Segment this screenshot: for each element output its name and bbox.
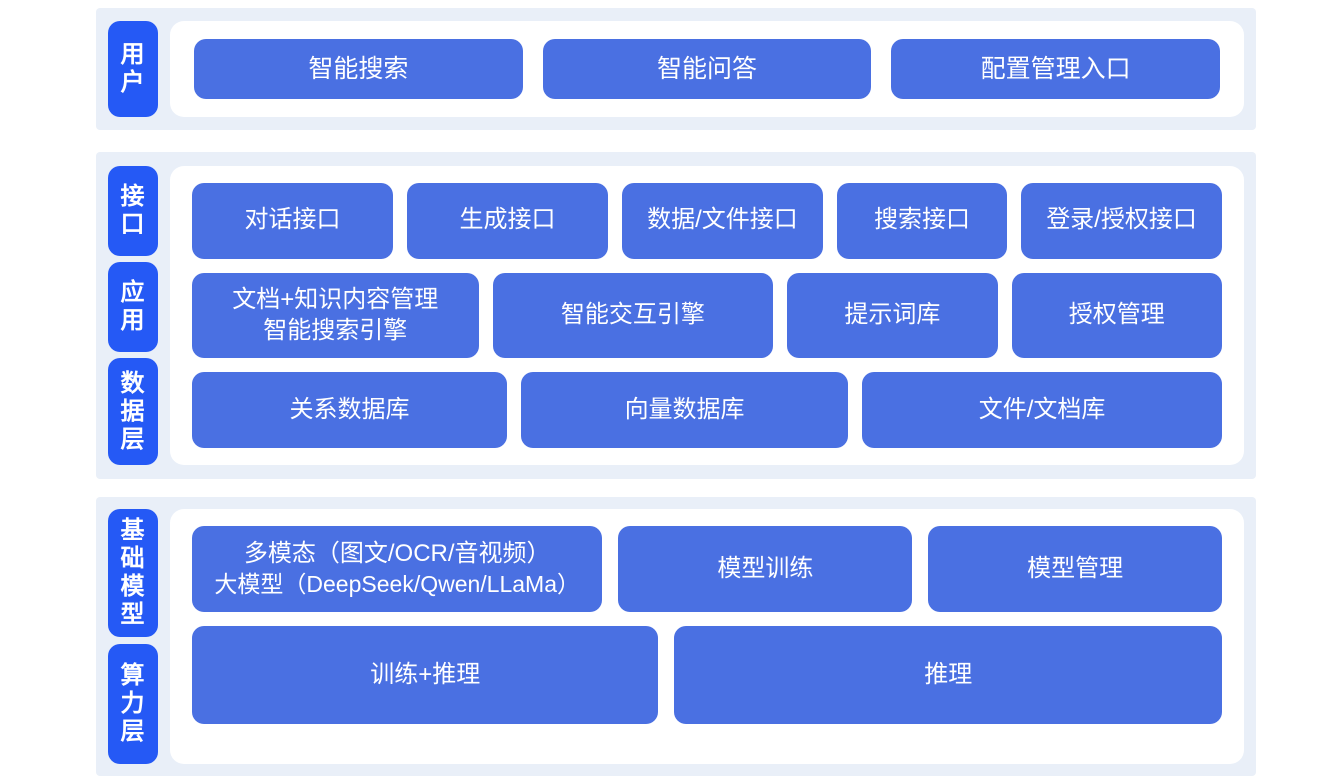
box-model-training[interactable]: 模型训练	[618, 526, 913, 612]
layer-tab-compute[interactable]: 算力层	[108, 644, 158, 764]
tab-column-middle: 接口 应用 数据层	[96, 152, 158, 479]
card-middle: 对话接口 生成接口 数据/文件接口 搜索接口 登录/授权接口	[170, 166, 1244, 465]
card-base: 多模态（图文/OCR/音视频） 大模型（DeepSeek/Qwen/LLaMa）…	[170, 509, 1244, 764]
layer-tab-foundation-model-label: 基础模型	[120, 517, 146, 628]
row-data: 关系数据库 向量数据库 文件/文档库	[192, 372, 1222, 449]
box-training-inference[interactable]: 训练+推理	[192, 626, 659, 724]
layer-tab-user[interactable]: 用户	[108, 21, 158, 117]
box-label: 配置管理入口	[980, 55, 1131, 83]
box-label: 模型训练	[717, 554, 814, 582]
layer-tab-data[interactable]: 数据层	[108, 358, 158, 465]
box-label-line2: 智能搜索引擎	[263, 316, 408, 344]
layer-tab-interface-label: 接口	[120, 183, 146, 239]
row-user-entries: 智能搜索 智能问答 配置管理入口	[194, 39, 1221, 99]
box-relational-database[interactable]: 关系数据库	[192, 372, 508, 449]
box-label-line2: 大模型（DeepSeek/Qwen/LLaMa）	[214, 570, 581, 597]
box-intelligent-qa[interactable]: 智能问答	[542, 39, 872, 99]
box-label: 推理	[924, 660, 973, 688]
section-middle: 接口 应用 数据层 对话接口 生成接口 数据/文件接口	[96, 152, 1256, 479]
box-file-document-store[interactable]: 文件/文档库	[862, 372, 1222, 449]
box-multimodal-llm[interactable]: 多模态（图文/OCR/音视频） 大模型（DeepSeek/Qwen/LLaMa）	[192, 526, 603, 612]
row-interface: 对话接口 生成接口 数据/文件接口 搜索接口 登录/授权接口	[192, 183, 1223, 259]
box-doc-knowledge-management[interactable]: 文档+知识内容管理 智能搜索引擎	[192, 272, 479, 359]
layer-tab-foundation-model[interactable]: 基础模型	[108, 509, 158, 637]
box-prompt-library[interactable]: 提示词库	[787, 272, 998, 359]
box-label: 对话接口	[244, 206, 341, 234]
row-compute: 训练+推理 推理	[192, 626, 1222, 724]
box-config-management-entry[interactable]: 配置管理入口	[891, 39, 1221, 99]
box-label: 提示词库	[844, 301, 941, 329]
box-label: 智能问答	[657, 55, 758, 83]
box-search-api[interactable]: 搜索接口	[836, 183, 1008, 259]
box-label: 数据/文件接口	[647, 206, 798, 234]
layer-tab-application-label: 应用	[120, 279, 146, 335]
section-base: 基础模型 算力层 多模态（图文/OCR/音视频） 大模型（DeepSeek/Qw…	[96, 497, 1256, 776]
row-application: 文档+知识内容管理 智能搜索引擎 智能交互引擎 提示词库 授权管理	[192, 272, 1222, 359]
box-label: 关系数据库	[289, 395, 410, 423]
box-inference[interactable]: 推理	[674, 626, 1222, 724]
box-dialog-api[interactable]: 对话接口	[192, 183, 393, 259]
layer-tab-interface[interactable]: 接口	[108, 166, 158, 257]
box-vector-database[interactable]: 向量数据库	[521, 372, 849, 449]
box-label: 智能搜索	[308, 55, 409, 83]
section-user: 用户 智能搜索 智能问答 配置管理入口	[96, 8, 1256, 130]
box-login-auth-api[interactable]: 登录/授权接口	[1021, 183, 1223, 259]
box-label: 登录/授权接口	[1046, 206, 1197, 234]
box-label-line1: 多模态（图文/OCR/音视频）	[243, 540, 551, 568]
box-authorization-management[interactable]: 授权管理	[1011, 272, 1222, 359]
layer-tab-application[interactable]: 应用	[108, 262, 158, 353]
box-label: 智能交互引擎	[560, 301, 705, 329]
layer-tab-user-label: 用户	[120, 41, 146, 96]
box-label: 模型管理	[1027, 554, 1124, 582]
box-label: 生成接口	[459, 206, 556, 234]
card-user: 智能搜索 智能问答 配置管理入口	[170, 21, 1244, 117]
box-model-management[interactable]: 模型管理	[928, 526, 1222, 612]
row-models: 多模态（图文/OCR/音视频） 大模型（DeepSeek/Qwen/LLaMa）…	[192, 526, 1222, 612]
box-data-file-api[interactable]: 数据/文件接口	[621, 183, 823, 259]
box-intelligent-search[interactable]: 智能搜索	[194, 39, 523, 99]
box-label-group: 文档+知识内容管理 智能搜索引擎	[232, 285, 438, 346]
box-label: 授权管理	[1068, 301, 1165, 329]
tab-column-user: 用户	[96, 8, 158, 130]
box-label-group: 多模态（图文/OCR/音视频） 大模型（DeepSeek/Qwen/LLaMa）	[214, 538, 580, 599]
box-interaction-engine[interactable]: 智能交互引擎	[492, 272, 774, 359]
box-label: 向量数据库	[624, 395, 745, 423]
layer-tab-data-label: 数据层	[120, 369, 146, 453]
box-label-line1: 文档+知识内容管理	[232, 285, 439, 313]
tab-column-base: 基础模型 算力层	[96, 497, 158, 776]
box-label: 文件/文档库	[978, 395, 1106, 423]
box-generation-api[interactable]: 生成接口	[406, 183, 608, 259]
layer-tab-compute-label: 算力层	[120, 662, 146, 745]
box-label: 搜索接口	[873, 206, 970, 234]
box-label: 训练+推理	[370, 660, 481, 688]
